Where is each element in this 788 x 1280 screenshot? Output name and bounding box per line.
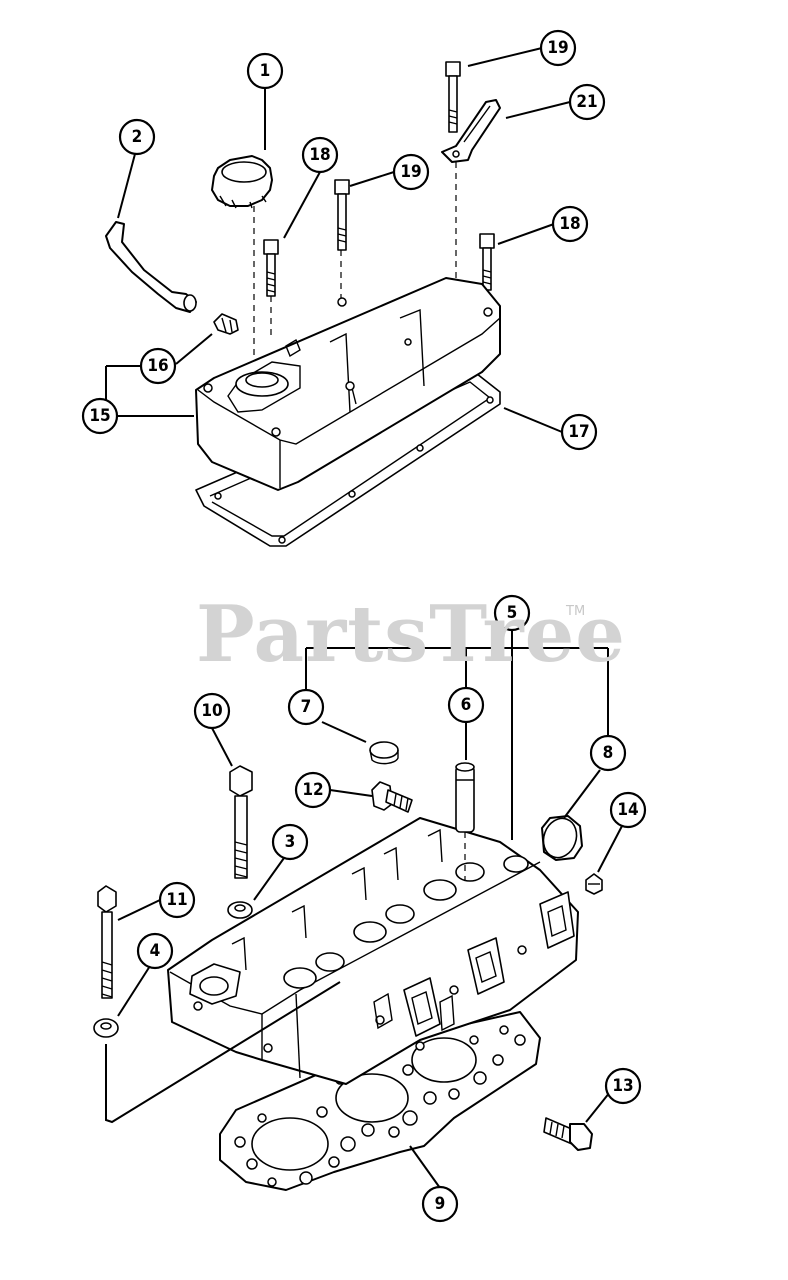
callout-9: 9: [421, 1185, 459, 1223]
head-gasket: [219, 1011, 541, 1191]
valve-guide: [455, 762, 475, 833]
callout-16: 16: [139, 347, 177, 385]
callout-19-middle: 19: [392, 153, 430, 191]
callout-4: 4: [136, 932, 174, 970]
callout-label: 10: [201, 701, 222, 721]
callout-10: 10: [193, 692, 231, 730]
head-bolt-short: [97, 885, 117, 999]
callout-label: 12: [302, 780, 323, 800]
callout-18-right: 18: [551, 205, 589, 243]
breather-hose: [105, 221, 197, 313]
callout-label: 8: [603, 743, 614, 763]
callout-label: 19: [400, 162, 421, 182]
callout-2: 2: [118, 118, 156, 156]
callout-1: 1: [246, 52, 284, 90]
cylinder-head: [167, 817, 579, 1085]
callout-18-left: 18: [301, 136, 339, 174]
callout-label: 6: [461, 695, 472, 715]
callout-label: 16: [147, 356, 168, 376]
callout-label: 18: [309, 145, 330, 165]
cover-bolt-left: [263, 239, 279, 297]
lifting-bracket: [441, 99, 501, 163]
callout-12: 12: [294, 771, 332, 809]
watermark-trademark: TM: [566, 604, 586, 619]
callout-8: 8: [589, 734, 627, 772]
callout-label: 2: [132, 127, 143, 147]
pipe-plug: [585, 873, 603, 895]
callout-label: 1: [260, 61, 271, 81]
callout-label: 7: [301, 697, 312, 717]
callout-label: 4: [150, 941, 161, 961]
expansion-plug-large: [541, 815, 583, 861]
hose-fitting: [213, 313, 239, 335]
bolt-13: [543, 1117, 593, 1151]
cover-bolt-middle: [334, 179, 350, 251]
callout-label: 21: [576, 92, 597, 112]
callout-19-top: 19: [539, 29, 577, 67]
callout-label: 13: [612, 1076, 633, 1096]
callout-label: 19: [547, 38, 568, 58]
callout-5: 5: [493, 594, 531, 632]
callout-label: 9: [435, 1194, 446, 1214]
watermark-text: PartsTree: [196, 589, 626, 680]
callout-11: 11: [158, 881, 196, 919]
callout-label: 5: [507, 603, 518, 623]
expansion-plug-small: [369, 741, 399, 765]
callout-6: 6: [447, 686, 485, 724]
bracket-bolt: [445, 61, 461, 133]
cover-bolt-right: [479, 233, 495, 291]
callout-label: 18: [559, 214, 580, 234]
oil-filler-cap: [211, 155, 273, 209]
callout-label: 3: [285, 832, 296, 852]
head-bolt-long: [229, 765, 253, 879]
washer-4: [93, 1018, 119, 1038]
callout-label: 15: [89, 406, 110, 426]
callout-label: 11: [166, 890, 187, 910]
callout-label: 17: [568, 422, 589, 442]
callout-14: 14: [609, 791, 647, 829]
callout-3: 3: [271, 823, 309, 861]
callout-21: 21: [568, 83, 606, 121]
valve-cover: [195, 277, 501, 491]
callout-7: 7: [287, 688, 325, 726]
washer-3: [227, 901, 253, 919]
leader-lines: [105, 47, 623, 1189]
callout-13: 13: [604, 1067, 642, 1105]
flange-bolt: [371, 781, 413, 813]
callout-15: 15: [81, 397, 119, 435]
callout-label: 14: [617, 800, 638, 820]
callout-17: 17: [560, 413, 598, 451]
